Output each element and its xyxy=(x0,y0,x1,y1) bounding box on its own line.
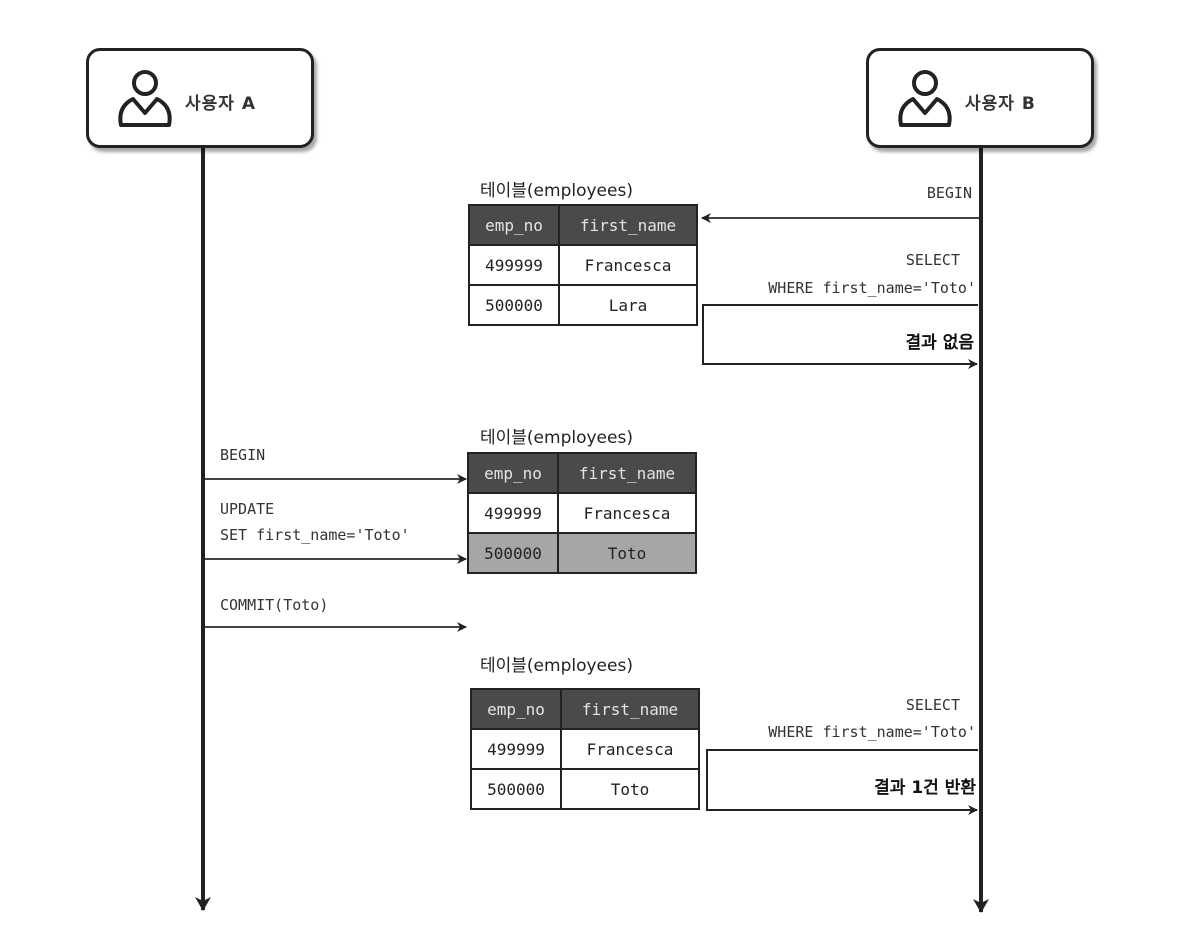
arrow-b-select1 xyxy=(702,304,978,369)
table-row: 499999 Francesca xyxy=(467,492,697,534)
msg-b-select1-line1: SELECT xyxy=(905,251,960,269)
cell-emp-no: 500000 xyxy=(467,532,559,574)
actor-b: 사용자 B xyxy=(866,48,1094,148)
header-emp-no: emp_no xyxy=(467,452,559,494)
employees-table-1: emp_no first_name 499999 Francesca 50000… xyxy=(468,204,698,326)
table-title: 테이블(employees) xyxy=(480,656,633,676)
header-first-name: first_name xyxy=(557,452,697,494)
actor-a: 사용자 A xyxy=(86,48,314,148)
user-icon xyxy=(898,70,952,127)
cell-emp-no: 499999 xyxy=(468,244,560,286)
header-first-name: first_name xyxy=(560,688,700,730)
cell-first-name: Toto xyxy=(557,532,697,574)
cell-first-name: Francesca xyxy=(558,244,698,286)
header-emp-no: emp_no xyxy=(470,688,562,730)
msg-b-begin: BEGIN xyxy=(926,184,972,202)
user-icon xyxy=(118,70,172,127)
table-row: 499999 Francesca xyxy=(470,728,700,770)
cell-first-name: Toto xyxy=(560,768,700,810)
table-header-row: emp_no first_name xyxy=(468,204,698,246)
table-row-highlighted: 500000 Toto xyxy=(467,532,697,574)
cell-first-name: Francesca xyxy=(560,728,700,770)
cell-emp-no: 499999 xyxy=(467,492,559,534)
employees-table-3: emp_no first_name 499999 Francesca 50000… xyxy=(470,688,700,810)
actor-a-label: 사용자 A xyxy=(185,94,256,114)
table-row: 499999 Francesca xyxy=(468,244,698,286)
msg-a-update-line2: SET first_name='Toto' xyxy=(220,526,410,544)
employees-table-2: emp_no first_name 499999 Francesca 50000… xyxy=(467,452,697,574)
msg-a-update-line1: UPDATE xyxy=(220,500,275,518)
cell-emp-no: 500000 xyxy=(470,768,562,810)
cell-emp-no: 500000 xyxy=(468,284,560,326)
table-header-row: emp_no first_name xyxy=(470,688,700,730)
arrow-b-select2 xyxy=(706,749,978,815)
cell-emp-no: 499999 xyxy=(470,728,562,770)
actor-b-label: 사용자 B xyxy=(965,94,1036,114)
msg-b-select2-line1: SELECT xyxy=(905,696,960,714)
msg-a-begin: BEGIN xyxy=(220,446,266,464)
cell-first-name: Lara xyxy=(558,284,698,326)
table-row: 500000 Lara xyxy=(468,284,698,326)
table-title: 테이블(employees) xyxy=(480,181,633,201)
table-title: 테이블(employees) xyxy=(480,428,633,448)
msg-a-commit: COMMIT(Toto) xyxy=(220,596,329,614)
msg-b-result-one: 결과 1건 반환 xyxy=(874,778,976,798)
table-row: 500000 Toto xyxy=(470,768,700,810)
header-first-name: first_name xyxy=(558,204,698,246)
cell-first-name: Francesca xyxy=(557,492,697,534)
msg-b-select1-line2: WHERE first_name='Toto' xyxy=(768,279,976,297)
header-emp-no: emp_no xyxy=(468,204,560,246)
table-header-row: emp_no first_name xyxy=(467,452,697,494)
msg-b-select2-line2: WHERE first_name='Toto' xyxy=(768,723,976,741)
msg-b-result-none: 결과 없음 xyxy=(905,333,974,353)
